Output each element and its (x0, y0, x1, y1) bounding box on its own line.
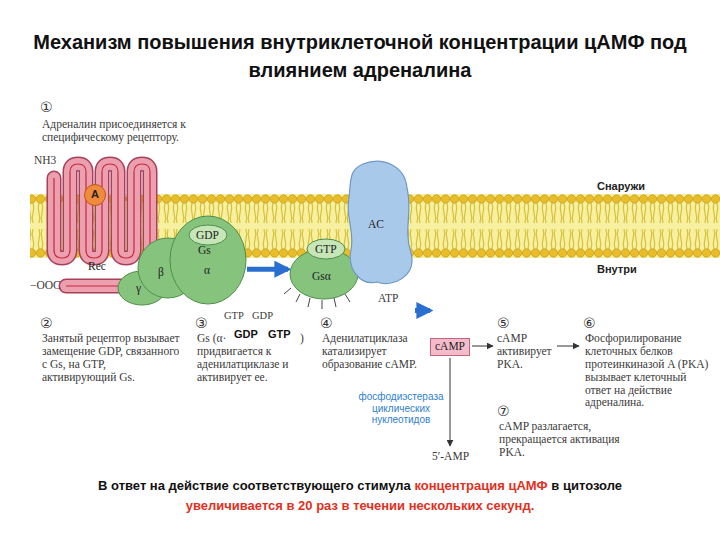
adenylyl-cyclase: AC (343, 158, 415, 288)
node-label: β (158, 266, 164, 279)
degradation-arrow (450, 358, 451, 446)
node-label: cAMP (435, 340, 465, 354)
caption-text: В ответ на действие соответствующего сти… (98, 478, 411, 493)
callout-number: ⑦ (497, 404, 510, 418)
node-label: A (91, 188, 99, 200)
annotation: cAMP разлагается, прекращается активация… (499, 420, 644, 459)
g-protein: GDP Gs α β γ (112, 208, 247, 308)
node-label: Gsα (312, 270, 331, 283)
flow-arrow (557, 346, 579, 347)
g-alpha-subunit: GTP Gsα (288, 234, 360, 298)
callout-number: ③ (195, 316, 208, 330)
node-label: GTP (315, 243, 337, 256)
title: Механизм повышения внутриклеточной конце… (10, 28, 710, 84)
annotation: GTP (268, 328, 291, 340)
node-label: AC (368, 218, 384, 231)
callout-number: ⑤ (497, 316, 510, 330)
camp-box: cAMP (430, 338, 470, 356)
caption-text: увеличивается в 20 раз в течении несколь… (12, 496, 708, 516)
annotation: GDP (252, 310, 273, 322)
annotation: GTP (224, 310, 244, 322)
annotation: Фосфорилирование клеточных белков протеи… (585, 332, 713, 409)
node-label: Gs (198, 244, 211, 257)
annotation: Внутри (597, 263, 637, 275)
annotation: Снаружи (597, 180, 645, 192)
callout-number: ① (40, 100, 53, 114)
callout-number: ② (40, 316, 53, 330)
annotation: NH3 (34, 154, 56, 167)
connector-arrow (415, 308, 430, 313)
annotation: GDP (234, 328, 258, 340)
annotation: 5′-AMP (432, 450, 469, 463)
node-label: α (204, 264, 210, 277)
node-label: Rec (88, 260, 106, 273)
flow-arrow (472, 346, 493, 347)
callout-number: ⑥ (583, 316, 596, 330)
annotation: cAMP активирует PKA. (497, 332, 555, 371)
annotation: Занятый рецептор вызывает замещение GDP,… (42, 332, 180, 384)
caption-text: в цитозоле (551, 478, 622, 493)
connector-arrow (247, 267, 288, 272)
ligand-circle: A (84, 184, 106, 206)
annotation: придвигается к аденилатциклазе и активир… (197, 345, 319, 384)
g-protein-outline (112, 208, 247, 308)
annotation: Аденилатциклаза катализирует образование… (322, 332, 426, 371)
caption-text: концентрация цАМФ (414, 478, 547, 493)
callout-number: ④ (320, 316, 333, 330)
caption-block: В ответ на действие соответствующего сти… (10, 476, 710, 515)
node-label: γ (136, 282, 141, 295)
annotation: ) (300, 332, 304, 345)
enzyme-label: фосфодиэстераза циклических нуклеотидов (358, 391, 444, 426)
annotation: −OOC (30, 279, 61, 292)
annotation: Адреналин присоединяется к специфическом… (42, 118, 232, 144)
annotation: Gs (α· (197, 332, 226, 345)
node-label: GDP (196, 229, 219, 242)
annotation: ATP (378, 292, 398, 305)
